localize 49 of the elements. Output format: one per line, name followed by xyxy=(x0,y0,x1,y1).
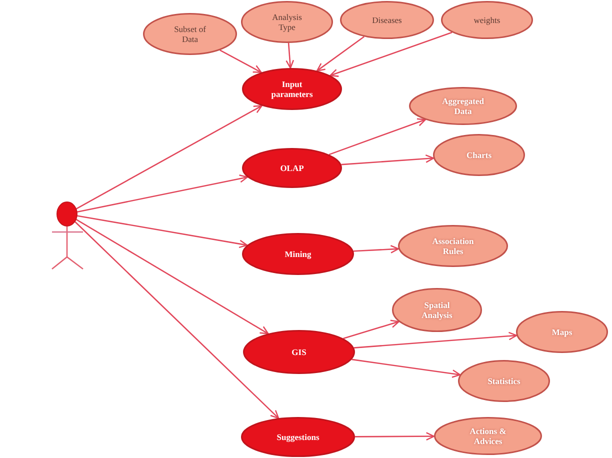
output-ellipse xyxy=(392,288,482,332)
arrow xyxy=(330,32,452,77)
arrow xyxy=(220,50,262,74)
node-label: Aggregated Data xyxy=(441,96,485,116)
use-case-ellipse xyxy=(241,417,355,457)
node-label: Input parameters xyxy=(270,78,314,100)
arrow xyxy=(352,358,461,378)
arrow xyxy=(316,36,365,72)
arrow xyxy=(76,105,262,210)
output-ellipse xyxy=(409,87,517,125)
arrow xyxy=(286,42,294,69)
output-ellipse xyxy=(516,311,608,353)
arrow xyxy=(343,320,400,340)
arrow xyxy=(76,215,248,248)
output-ellipse xyxy=(398,225,508,267)
node-label: Statistics xyxy=(488,376,520,386)
node-label: Association Rules xyxy=(431,236,475,256)
use-case-ellipse xyxy=(242,148,342,188)
node-label: GIS xyxy=(292,346,306,358)
arrow xyxy=(353,244,400,254)
arrow xyxy=(341,154,434,166)
arrow xyxy=(76,174,248,213)
use-case-ellipse xyxy=(243,330,355,374)
arrow xyxy=(354,332,518,348)
output-ellipse xyxy=(433,134,525,176)
output-ellipse xyxy=(458,360,550,402)
node-label: Maps xyxy=(552,326,572,338)
input-ellipse xyxy=(143,13,237,55)
output-ellipse xyxy=(434,417,542,455)
node-label: Suggestions xyxy=(276,432,320,442)
use-case-ellipse xyxy=(242,233,354,275)
arrow xyxy=(76,218,269,334)
node-label: OLAP xyxy=(280,162,304,174)
node-label: Diseases xyxy=(372,14,402,26)
arrow xyxy=(355,432,435,441)
node-label: Mining xyxy=(284,248,312,260)
node-label: Actions & Advices xyxy=(468,426,508,446)
input-ellipse xyxy=(241,1,333,43)
node-label: Subset of Data xyxy=(173,24,207,44)
actor-stick-figure xyxy=(50,201,86,271)
node-label: Analysis Type xyxy=(271,12,303,32)
input-ellipse xyxy=(441,1,533,39)
input-ellipse xyxy=(340,1,434,39)
node-label: Spatial Analysis xyxy=(420,300,454,320)
node-label: Charts xyxy=(466,150,492,160)
node-label: weights xyxy=(474,14,500,26)
arrow xyxy=(328,118,426,156)
use-case-ellipse xyxy=(242,68,342,110)
arrow xyxy=(74,221,280,419)
